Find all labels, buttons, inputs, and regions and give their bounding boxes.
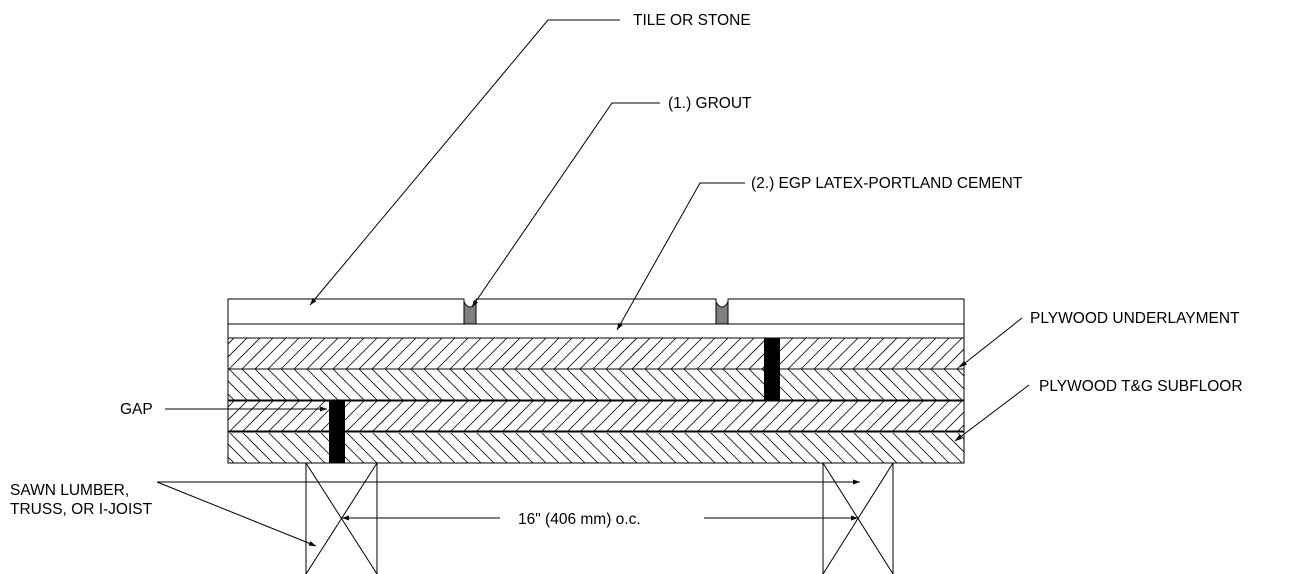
subfloor-top-ply [227,400,965,433]
leader-tile [309,19,620,306]
tile-layer [227,298,965,325]
leader-cement [616,182,745,331]
grout-label: (1.) GROUT [668,95,752,112]
grout-joint-left [463,300,477,325]
subfloor-bottom-ply [227,431,965,464]
underlayment-label: PLYWOOD UNDERLAYMENT [1030,310,1240,327]
cement-label: (2.) EGP LATEX-PORTLAND CEMENT [751,175,1023,192]
joist-label-line1: SAWN LUMBER, [10,482,129,499]
spacing-label: 16" (406 mm) o.c. [518,511,641,528]
underlayment-top-ply [227,337,965,370]
tile-label: TILE OR STONE [633,12,751,29]
leader-subfloor [954,384,1030,442]
gap-label: GAP [120,401,153,418]
subfloor-label: PLYWOOD T&G SUBFLOOR [1039,378,1243,395]
leader-grout [471,102,660,308]
underlayment-gap [764,338,780,400]
tile-right [727,298,965,325]
grout-joint-right [715,300,729,325]
tile-left [227,298,465,325]
joist-label-line2: TRUSS, OR I-JOIST [10,501,153,518]
tile-middle [475,298,717,325]
leader-underlayment [959,317,1023,368]
underlayment-bottom-ply [227,368,965,401]
subfloor-gap [329,401,345,463]
cement-layer [227,323,965,339]
leader-joist [156,479,860,547]
